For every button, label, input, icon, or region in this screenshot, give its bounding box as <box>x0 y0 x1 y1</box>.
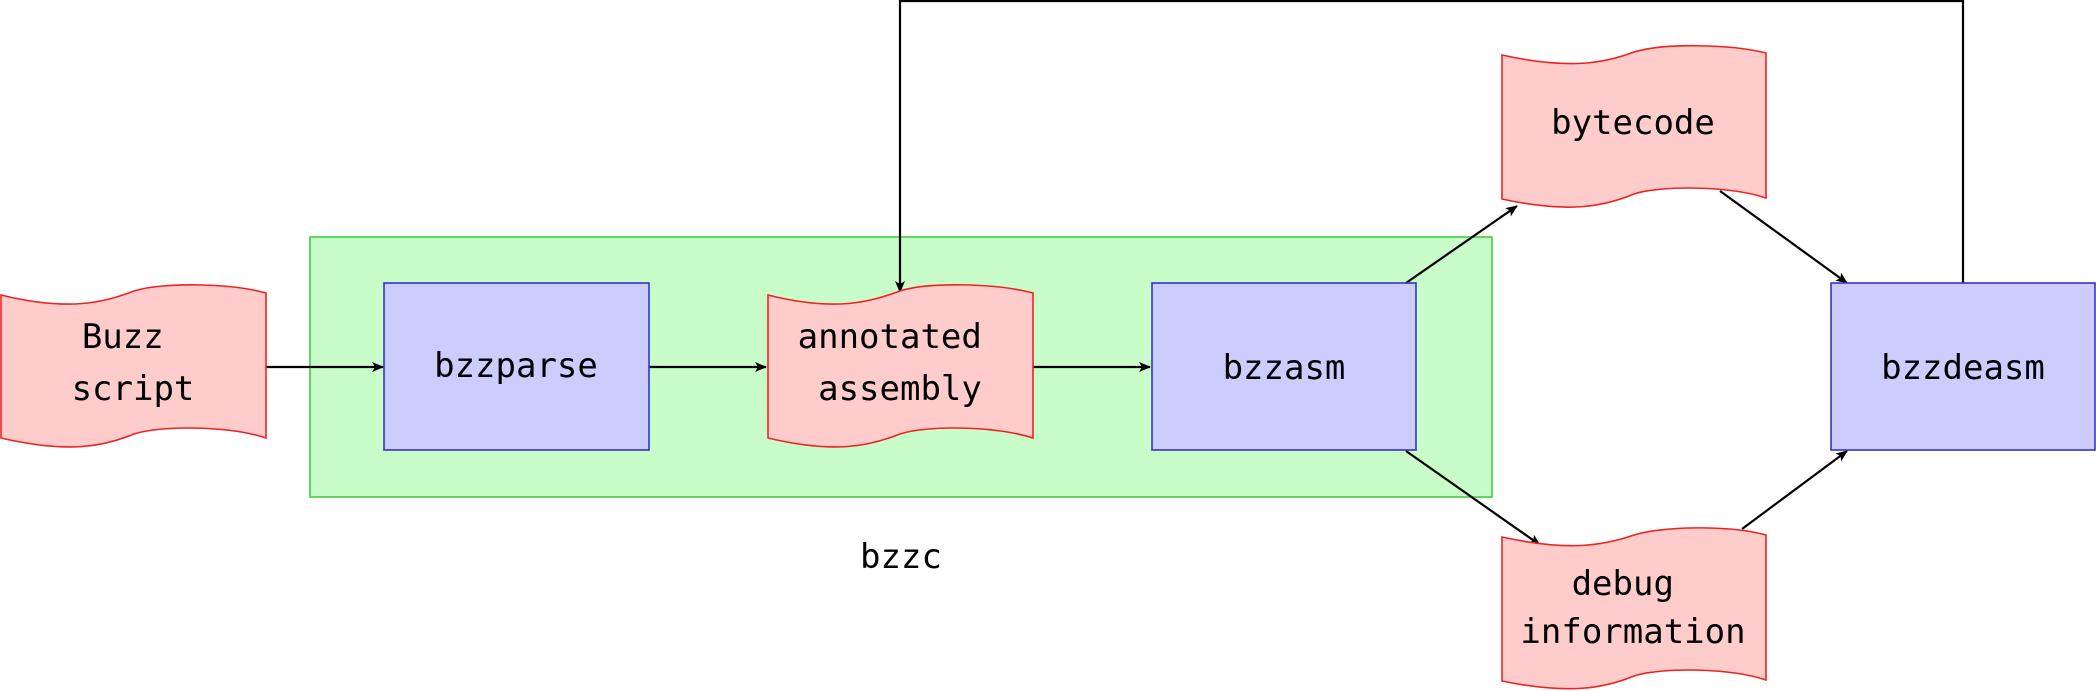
node-buzz-script: Buzz script <box>0 284 267 448</box>
debug-information-document-shape <box>1501 527 1767 690</box>
edge-debug-information-to-bzzdeasm <box>1741 450 1848 530</box>
edge-bzzasm-to-bytecode <box>1405 205 1518 284</box>
bytecode-document-shape <box>1501 44 1767 208</box>
node-bzzasm: bzzasm <box>1151 282 1417 451</box>
bzzasm-label: bzzasm <box>1223 348 1346 388</box>
bzzdeasm-box <box>1830 282 2096 451</box>
buzz-script-document-shape <box>0 284 267 448</box>
annotated-assembly-document-shape <box>767 284 1034 448</box>
bzzc-group-label: bzzc <box>860 537 942 577</box>
edge-bzzasm-to-debug-information <box>1405 450 1541 546</box>
bzzparse-box <box>383 282 650 451</box>
node-bzzparse: bzzparse <box>383 282 650 451</box>
buzz-script-label: Buzz script <box>72 317 195 409</box>
debug-information-label: debug information <box>1520 564 1745 652</box>
edge-bzzdeasm-to-annotated-assembly <box>895 0 1965 293</box>
bytecode-label: bytecode <box>1551 103 1715 143</box>
edge-bytecode-to-bzzdeasm <box>1719 190 1848 284</box>
bzzasm-box <box>1151 282 1417 451</box>
node-bzzdeasm: bzzdeasm <box>1830 282 2096 451</box>
node-annotated-assembly: annotated assembly <box>767 284 1034 448</box>
bzzparse-label: bzzparse <box>434 346 598 386</box>
node-debug-information: debug information <box>1501 527 1767 690</box>
node-bytecode: bytecode <box>1501 44 1767 208</box>
annotated-assembly-label: annotated assembly <box>798 317 1003 409</box>
bzzdeasm-label: bzzdeasm <box>1881 348 2045 388</box>
